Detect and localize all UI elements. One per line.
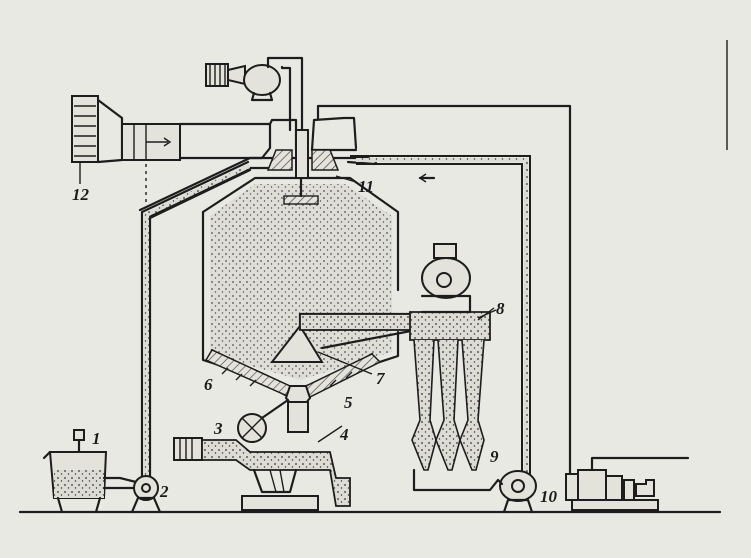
atomizer-nozzles-11 (266, 129, 436, 205)
label-10: 10 (540, 487, 558, 506)
label-1: 1 (92, 429, 101, 448)
conveyor-4 (173, 425, 351, 511)
rotary-valve-3 (237, 398, 290, 443)
cyclones-8 (409, 243, 500, 492)
drive-unit-10 (565, 456, 690, 511)
leader-8 (477, 307, 495, 321)
air-heater-12 (71, 95, 298, 164)
feed-pipe (140, 160, 252, 480)
label-12: 12 (72, 185, 90, 204)
pump-2 (130, 475, 162, 514)
return-pipe (316, 104, 572, 480)
label-8: 8 (496, 299, 505, 318)
label-2: 2 (159, 482, 169, 501)
right-air-inlet (310, 116, 358, 152)
top-blower (205, 56, 304, 132)
return-fan-9 (496, 470, 537, 514)
label-9: 9 (490, 447, 499, 466)
label-6: 6 (204, 375, 213, 394)
feed-tank-1 (42, 429, 138, 514)
label-4: 4 (339, 425, 349, 444)
label-7: 7 (376, 369, 386, 388)
separator-cone-7 (269, 312, 418, 375)
bottom-cone (204, 348, 382, 433)
label-11: 11 (358, 177, 374, 196)
label-5: 5 (344, 393, 353, 412)
label-3: 3 (213, 419, 223, 438)
